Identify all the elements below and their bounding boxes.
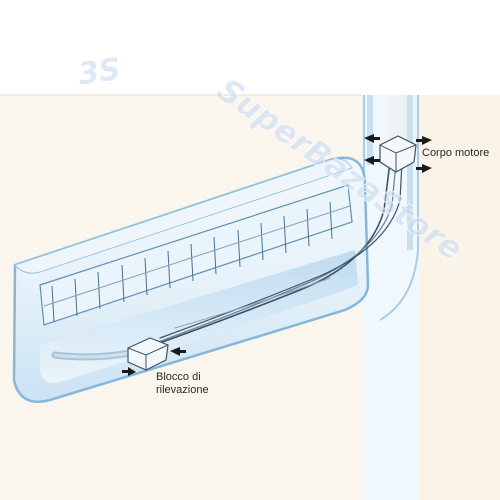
sensor-label-line1: Blocco di: [156, 371, 201, 383]
ac-grille: [43, 201, 351, 323]
arrow-icon: [416, 164, 432, 173]
sensor-label-line2: rilevazione: [156, 384, 209, 396]
arrow-icon: [122, 367, 136, 376]
sensor-label: Blocco di rilevazione: [156, 371, 209, 397]
sensor-arrows: [122, 347, 186, 376]
sensor-block: [127, 337, 169, 371]
arrow-icon: [364, 134, 380, 143]
arrow-icon: [170, 347, 186, 356]
ac-unit: [12, 156, 370, 403]
motor-arrows: [364, 134, 432, 173]
motor-label: Corpo motore: [422, 147, 490, 159]
arrow-icon: [416, 136, 432, 145]
arrow-icon: [364, 156, 380, 165]
svg-text:3S: 3S: [76, 52, 123, 93]
